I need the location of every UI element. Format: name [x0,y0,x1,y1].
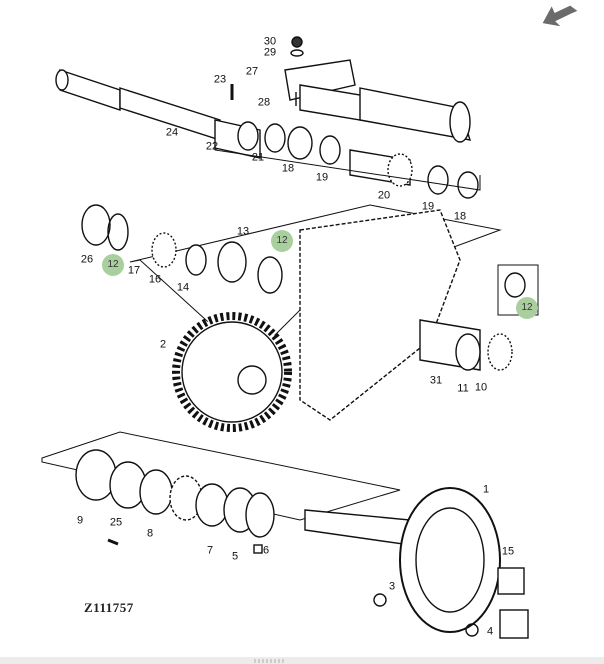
callout-13: 13 [236,225,250,238]
callout-12-highlighted[interactable]: 12 [102,254,124,276]
callout-12-highlighted[interactable]: 12 [271,230,293,252]
callout-20: 20 [377,189,391,202]
callout-19: 19 [421,200,435,213]
callout-18: 18 [453,210,467,223]
callout-3: 3 [388,580,396,593]
callout-4: 4 [486,625,494,638]
callout-21: 21 [251,151,265,164]
callout-14: 14 [176,281,190,294]
housing-assembly [81,204,539,432]
figure-id: Z111757 [84,600,134,615]
callout-31: 31 [429,374,443,387]
resize-grip[interactable] [254,659,286,663]
bottom-bar [0,657,604,664]
callout-27: 27 [245,65,259,78]
callout-5: 5 [231,550,239,563]
callout-28: 28 [257,96,271,109]
callout-6: 6 [262,544,270,557]
callout-10: 10 [474,381,488,394]
callout-1: 1 [482,483,490,496]
callout-19: 19 [315,171,329,184]
callout-29: 29 [263,46,277,59]
back-arrow-icon[interactable] [540,4,580,30]
callout-16: 16 [148,273,162,286]
upper-shaft-assembly [55,36,481,199]
callout-22: 22 [205,140,219,153]
lower-shaft-assembly [41,431,529,639]
callout-24: 24 [165,126,179,139]
callout-18: 18 [281,162,295,175]
callout-15: 15 [501,545,515,558]
callout-23: 23 [213,73,227,86]
callout-30: 30 [263,35,277,48]
callout-25: 25 [109,516,123,529]
callout-11: 11 [457,382,469,395]
callout-26: 26 [80,253,94,266]
callout-7: 7 [206,544,214,557]
callout-12-highlighted[interactable]: 12 [516,297,538,319]
callout-8: 8 [146,527,154,540]
callout-2: 2 [159,338,167,351]
callout-17: 17 [127,264,141,277]
callout-9: 9 [76,514,84,527]
